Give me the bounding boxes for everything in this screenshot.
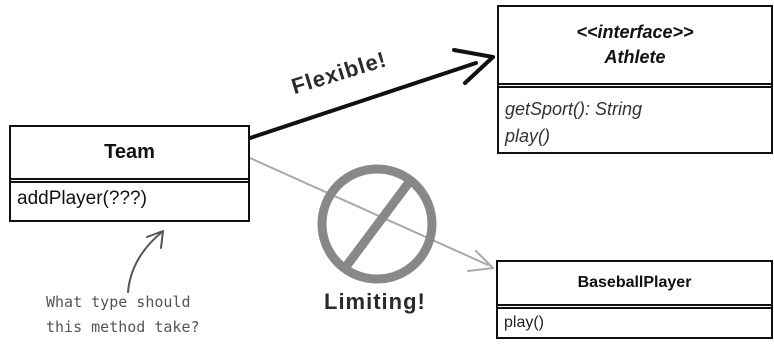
limiting-label: Limiting! bbox=[324, 289, 426, 314]
limiting-arrowhead bbox=[467, 250, 494, 272]
athlete-stereotype: <<interface>> bbox=[576, 22, 694, 42]
flexible-arrowhead bbox=[452, 48, 495, 85]
note-line-1: What type should bbox=[46, 293, 191, 311]
athlete-class-name: Athlete bbox=[604, 47, 666, 67]
team-class-box: Team addPlayer(???) bbox=[9, 125, 250, 222]
athlete-interface-box: <<interface>> Athlete getSport(): String… bbox=[497, 5, 773, 154]
annotation-note: What type should this method take? bbox=[46, 290, 200, 340]
note-pointer-arrowhead bbox=[146, 230, 164, 249]
note-line-2: this method take? bbox=[46, 318, 200, 336]
baseball-player-separator bbox=[498, 304, 771, 309]
note-pointer-arrow bbox=[127, 231, 163, 293]
flexible-arrow bbox=[248, 61, 478, 140]
team-class-name: Team bbox=[104, 141, 155, 163]
athlete-method-get-sport: getSport(): String bbox=[505, 99, 643, 119]
team-method-add-player: addPlayer(???) bbox=[17, 188, 147, 209]
baseball-player-class-box: BaseballPlayer play() bbox=[496, 260, 773, 339]
baseball-player-method-play: play() bbox=[504, 314, 545, 331]
team-separator bbox=[11, 178, 248, 183]
athlete-separator bbox=[499, 83, 771, 88]
baseball-player-class-name: BaseballPlayer bbox=[577, 274, 692, 291]
athlete-method-play: play() bbox=[505, 126, 551, 146]
no-symbol-icon bbox=[317, 164, 437, 284]
limiting-arrow bbox=[249, 157, 489, 266]
